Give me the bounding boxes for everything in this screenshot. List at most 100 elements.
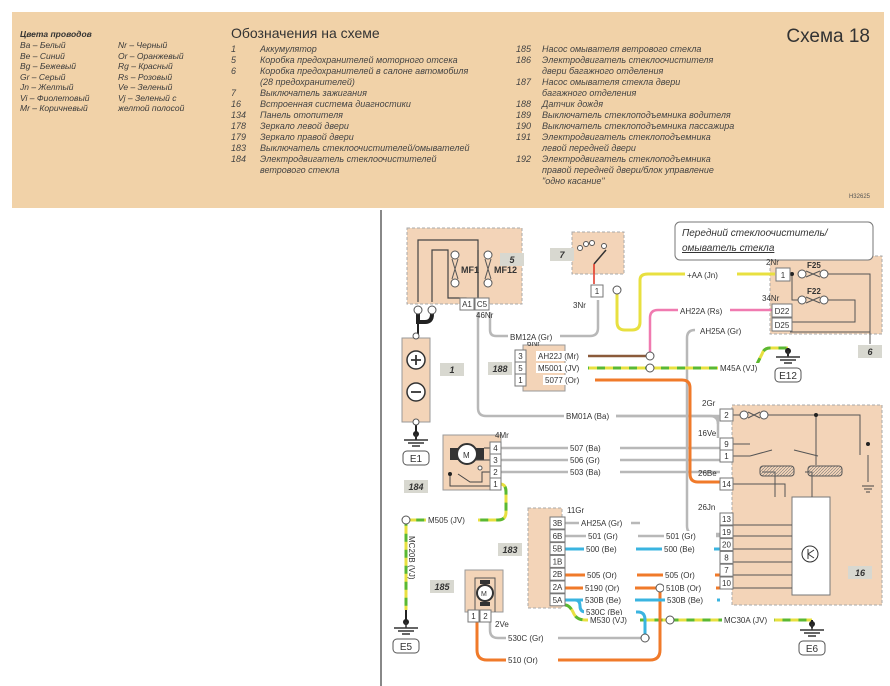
label: 2Nr (766, 258, 779, 267)
splice-510b (655, 583, 665, 593)
wire-label-bm12a: BM12A (Gr) (510, 333, 553, 342)
legend-description: ветрового стекла (260, 165, 340, 175)
pin-183: 5A (549, 593, 566, 607)
label: 2Gr (702, 399, 716, 408)
pin-label: 4 (493, 444, 498, 453)
pin-d22: D22 (771, 303, 793, 318)
label: 26Jn (698, 503, 715, 512)
wire-aa (615, 272, 775, 332)
wire-label-m45a: M45A (VJ) (720, 364, 758, 373)
ground-e1-icon: E1 (402, 431, 430, 466)
legend-description: Аккумулятор (260, 44, 317, 54)
transistor-icon (801, 545, 819, 563)
wire-color-item: Or – Оранжевый (118, 50, 184, 61)
pin-184: 1 (489, 477, 502, 491)
component-tag-188: 188 (492, 364, 507, 374)
legend-description: правой передней двери/блок управление (542, 165, 714, 175)
legend-description: Коробка предохранителей моторного отсека (260, 55, 458, 65)
pin-label: 2A (553, 583, 563, 592)
splice-m5001 (645, 363, 655, 373)
fuse-16-icon (739, 410, 769, 420)
legend-description: Коробка предохранителей в салоне автомоб… (260, 66, 469, 76)
ignition-switch-icon (577, 240, 607, 284)
fuse-mf1-label: MF1 (461, 265, 479, 275)
wire-color-item: Mr – Коричневый (20, 103, 88, 113)
component-tag-185: 185 (434, 582, 450, 592)
legend-description: Выключатель зажигания (260, 88, 367, 98)
wire-color-item: Vi – Фиолетовый (20, 92, 90, 103)
wire-510 (475, 588, 662, 662)
legend-number: 7 (231, 88, 237, 98)
pin-label: 1 (595, 287, 600, 296)
splice-530c (640, 633, 650, 643)
legend-description: Выключатель стеклоочистителей/омывателей (260, 143, 470, 153)
legend-number: 186 (516, 55, 532, 65)
pin-label: 20 (722, 541, 731, 550)
component-tag-16: 16 (855, 568, 866, 578)
wire-label-m530: M530 (VJ) (590, 616, 627, 625)
legend-description: багажного отделения (542, 88, 637, 98)
legend-number: 16 (231, 99, 242, 109)
wire-label-w501b: 501 (Gr) (666, 532, 696, 541)
ground-e5-icon-label: E5 (400, 642, 413, 653)
legend-description: Электродвигатель стеклоочистителя (542, 55, 714, 65)
pin-183: 5B (549, 542, 566, 556)
wire-label-w505a: 505 (Or) (587, 571, 617, 580)
legend-description: Выключатель стеклоподъемника водителя (542, 110, 731, 120)
motor-185-label: M (481, 591, 487, 598)
ground-e12-icon: E12 (774, 348, 802, 383)
pin-185: 1 (467, 609, 480, 623)
pin-label: 1 (781, 271, 786, 280)
pin-16: 7 (719, 563, 734, 577)
legend-title: Обозначения на схеме (231, 25, 380, 41)
component-tag-184: 184 (408, 482, 423, 492)
wire-label-ah22j: AH22J (Mr) (538, 352, 579, 361)
caption-line-1: Передний стеклоочиститель/ (682, 228, 829, 239)
legend-number: 184 (231, 154, 247, 164)
wire-color-item: Ve – Зеленый (118, 82, 173, 92)
ground-e1-icon-label: E1 (410, 454, 423, 465)
fuse-f22-label: F22 (807, 287, 821, 296)
component-tag-7: 7 (559, 250, 565, 260)
pin-label: 8 (724, 553, 729, 562)
label: 34Nr (762, 294, 780, 303)
pin-184: 2 (489, 465, 502, 479)
label: 26Be (698, 469, 717, 478)
pin-label: C5 (477, 300, 488, 309)
motor-184-label: M (463, 451, 470, 460)
pin-16: 1 (719, 449, 734, 463)
wire-label-w506: 506 (Gr) (570, 456, 600, 465)
pin-16: 20 (719, 538, 734, 552)
pin-label: 3 (493, 456, 498, 465)
wire-color-item: Nr – Черный (118, 40, 168, 50)
pin-6-1: 1 (775, 267, 791, 282)
legend-description: Зеркало правой двери (260, 132, 354, 142)
pin-label: D22 (775, 307, 790, 316)
wire-label-w501a: 501 (Gr) (588, 532, 618, 541)
label: 11Gr (567, 506, 585, 515)
splice-aa (612, 285, 622, 295)
wiring-diagram: Передний стеклоочиститель/ омыватель сте… (380, 210, 890, 686)
pin-label: 3B (553, 519, 563, 528)
pin-label: 1 (518, 376, 523, 385)
relay-coil-1-icon (759, 465, 795, 477)
scheme-title: Схема 18 (786, 26, 870, 47)
pin-16: 10 (719, 576, 734, 590)
pin-label: 14 (722, 480, 731, 489)
pin-16: 19 (719, 525, 734, 539)
wire-label-w510: 510 (Or) (508, 656, 538, 665)
pin-label: 5A (553, 596, 563, 605)
wire-label-ah25a_top: AH25A (Gr) (700, 327, 742, 336)
caption-line-2: омыватель стекла (682, 243, 775, 254)
wire-color-item: Rg – Красный (118, 61, 173, 71)
pin-185: 2 (479, 609, 492, 623)
pin-184: 4 (489, 441, 502, 455)
legend-number: 183 (231, 143, 247, 153)
wire-label-ah25a: AH25A (Gr) (581, 519, 623, 528)
pin-188: 3 (514, 349, 527, 363)
splice-ah22 (645, 351, 655, 361)
fuse-f25-label: F25 (807, 261, 821, 270)
legend-description: Панель отопителя (260, 110, 343, 120)
pin-label: 2 (724, 411, 729, 420)
fuse-mf12-icon (483, 250, 493, 288)
